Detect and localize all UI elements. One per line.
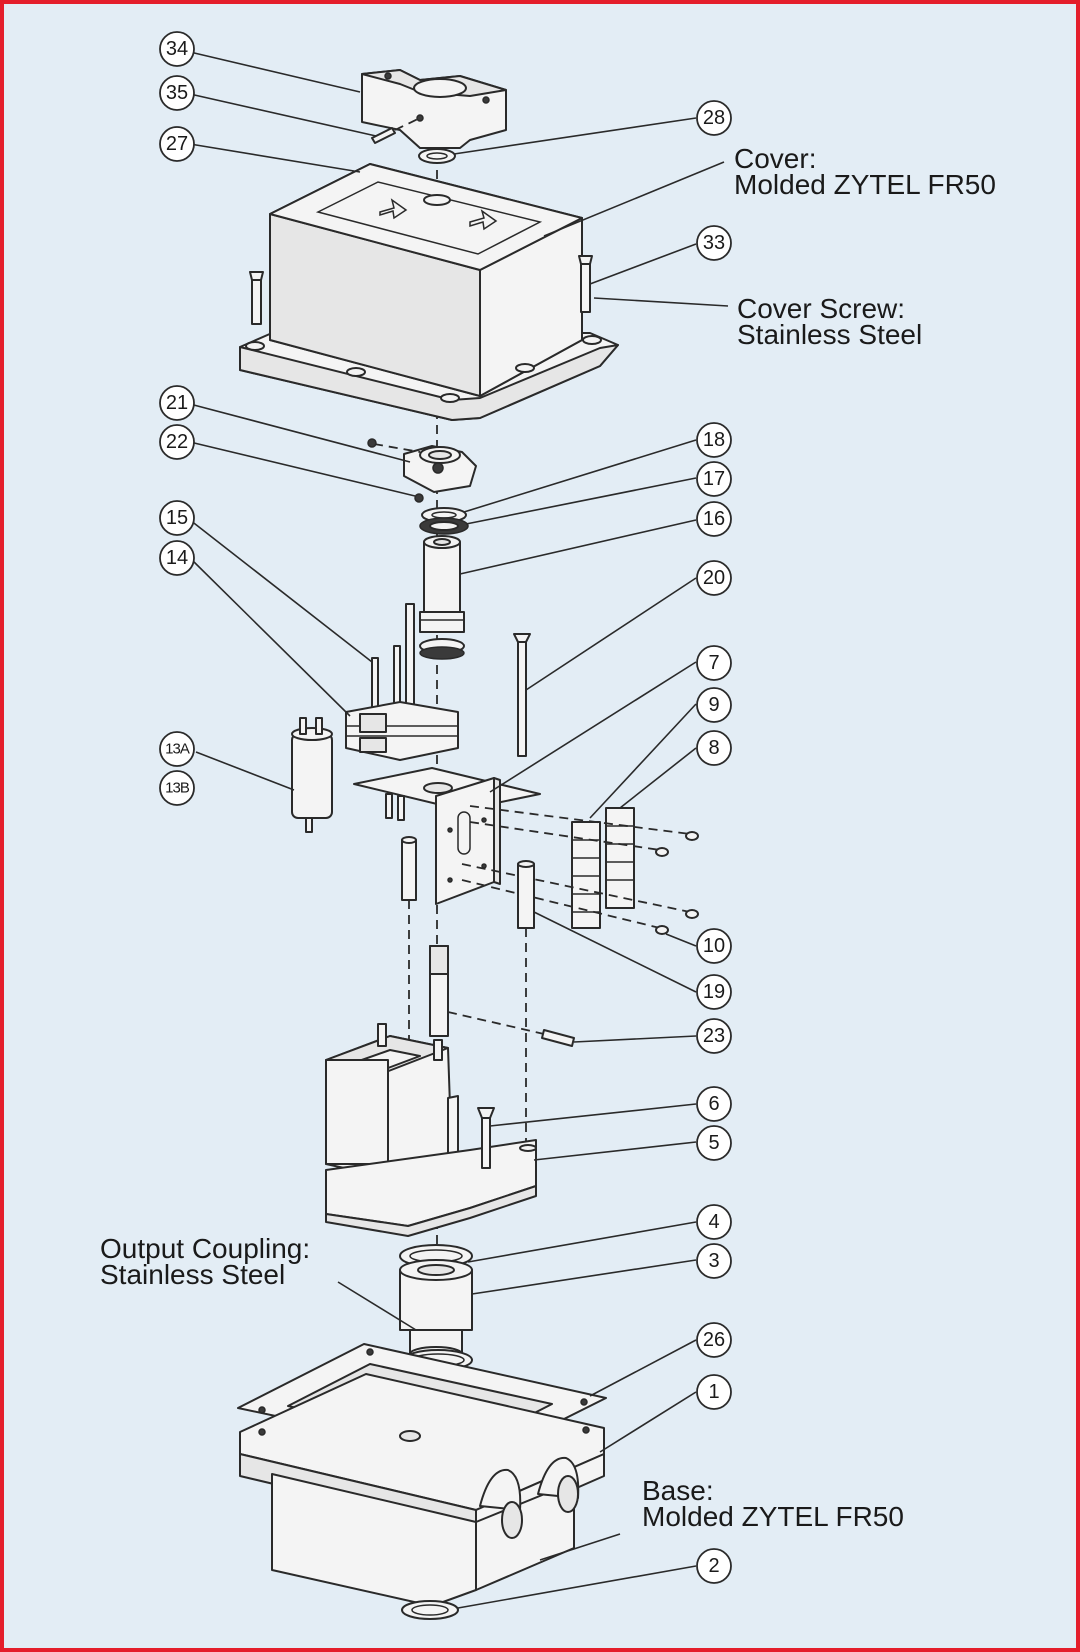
part-33-cover-screws — [249, 255, 593, 325]
svg-text:Molded ZYTEL FR50: Molded ZYTEL FR50 — [734, 169, 996, 200]
callout-20: 20 — [696, 560, 732, 596]
callout-35: 35 — [159, 75, 195, 111]
svg-text:5: 5 — [708, 1132, 719, 1154]
svg-text:14: 14 — [166, 547, 188, 569]
callout-14: 14 — [159, 540, 195, 576]
annotation-base: Base: Molded ZYTEL FR50 — [642, 1475, 904, 1532]
callout-21: 21 — [159, 385, 195, 421]
part-13-capacitor — [291, 717, 333, 833]
svg-text:33: 33 — [703, 232, 725, 254]
part-10-screws — [461, 805, 699, 935]
callout-16: 16 — [696, 501, 732, 537]
part-1-base — [239, 1373, 605, 1607]
part-23-drive-pin — [429, 945, 575, 1047]
part-2-bottom-ring — [401, 1600, 459, 1620]
svg-text:19: 19 — [703, 981, 725, 1003]
callout-19: 19 — [696, 974, 732, 1010]
callout-1: 1 — [696, 1374, 732, 1410]
svg-text:22: 22 — [166, 431, 188, 453]
svg-text:10: 10 — [703, 935, 725, 957]
svg-text:15: 15 — [166, 507, 188, 529]
part-16-shaft — [419, 535, 465, 660]
callout-10: 10 — [696, 928, 732, 964]
part-20-long-screw — [513, 633, 531, 757]
svg-text:Cover Screw:: Cover Screw: — [737, 293, 905, 324]
callout-13b: 13B — [159, 770, 195, 806]
svg-text:6: 6 — [708, 1093, 719, 1115]
svg-text:Output Coupling:: Output Coupling: — [100, 1233, 310, 1264]
callout-27: 27 — [159, 126, 195, 162]
svg-text:35: 35 — [166, 82, 188, 104]
annotation-cover-screw: Cover Screw: Stainless Steel — [737, 293, 922, 350]
svg-text:8: 8 — [708, 737, 719, 759]
part-27-cover — [239, 163, 619, 421]
part-6-screw — [477, 1107, 495, 1169]
callout-5: 5 — [696, 1125, 732, 1161]
callout-4: 4 — [696, 1204, 732, 1240]
part-21-collar — [367, 438, 477, 493]
callout-26: 26 — [696, 1322, 732, 1358]
callout-13a: 13A — [159, 731, 195, 767]
callout-9: 9 — [696, 687, 732, 723]
svg-text:17: 17 — [703, 468, 725, 490]
callout-8: 8 — [696, 730, 732, 766]
callout-2: 2 — [696, 1548, 732, 1584]
svg-text:Cover:: Cover: — [734, 143, 816, 174]
svg-text:20: 20 — [703, 567, 725, 589]
part-7-bracket — [353, 767, 541, 905]
callout-28: 28 — [696, 100, 732, 136]
part-17-washer — [419, 517, 469, 535]
svg-text:Base:: Base: — [642, 1475, 714, 1506]
callout-15: 15 — [159, 500, 195, 536]
part-35-pin — [371, 114, 424, 144]
part-14-switch-assembly — [345, 701, 459, 761]
callout-6: 6 — [696, 1086, 732, 1122]
callout-3: 3 — [696, 1243, 732, 1279]
svg-text:34: 34 — [166, 38, 188, 60]
callout-22: 22 — [159, 424, 195, 460]
leader-lines — [189, 51, 729, 1609]
svg-text:13B: 13B — [165, 780, 190, 797]
svg-text:4: 4 — [708, 1211, 719, 1233]
annotation-output-coupling: Output Coupling: Stainless Steel — [100, 1233, 310, 1290]
svg-text:18: 18 — [703, 429, 725, 451]
svg-text:9: 9 — [708, 694, 719, 716]
callout-7: 7 — [696, 645, 732, 681]
part-22-ball — [414, 493, 424, 503]
svg-text:7: 7 — [708, 652, 719, 674]
part-28-o-ring — [418, 148, 456, 164]
callout-33: 33 — [696, 225, 732, 261]
svg-text:21: 21 — [166, 392, 188, 414]
svg-text:26: 26 — [703, 1329, 725, 1351]
svg-text:27: 27 — [166, 133, 188, 155]
svg-text:28: 28 — [703, 107, 725, 129]
svg-text:Molded ZYTEL FR50: Molded ZYTEL FR50 — [642, 1501, 904, 1532]
svg-text:16: 16 — [703, 508, 725, 530]
callout-34: 34 — [159, 31, 195, 67]
svg-text:Stainless Steel: Stainless Steel — [100, 1259, 285, 1290]
callout-18: 18 — [696, 422, 732, 458]
annotation-cover: Cover: Molded ZYTEL FR50 — [734, 143, 996, 200]
svg-text:1: 1 — [708, 1381, 719, 1403]
svg-text:23: 23 — [703, 1025, 725, 1047]
svg-text:3: 3 — [708, 1250, 719, 1272]
callout-17: 17 — [696, 461, 732, 497]
svg-text:13A: 13A — [165, 741, 190, 758]
svg-text:Stainless Steel: Stainless Steel — [737, 319, 922, 350]
svg-text:2: 2 — [708, 1555, 719, 1577]
callout-23: 23 — [696, 1018, 732, 1054]
